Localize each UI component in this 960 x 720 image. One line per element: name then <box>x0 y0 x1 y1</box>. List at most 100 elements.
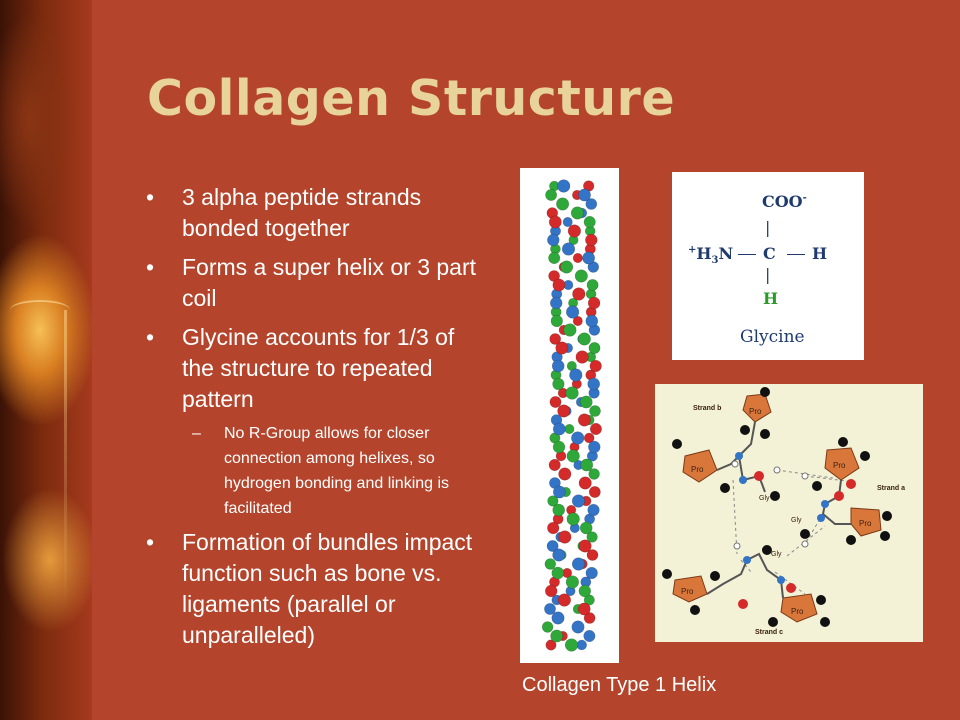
strand-b-label: Strand b <box>693 405 721 412</box>
helix-atom <box>587 377 600 391</box>
bullet-list: 3 alpha peptide strands bonded together … <box>146 182 486 659</box>
helix-atom <box>550 629 564 643</box>
helix-atom <box>575 350 589 364</box>
bullet-item: Glycine accounts for 1/3 of the structur… <box>146 322 486 415</box>
helix-atom <box>572 316 583 327</box>
helix-atom <box>565 575 580 589</box>
r-group-hydrogen: H <box>763 289 779 308</box>
bullet-text: Glycine accounts for 1/3 of the structur… <box>182 324 455 412</box>
helix-atom <box>551 359 565 373</box>
helix-atom <box>558 530 572 544</box>
beaker-rim <box>10 300 70 320</box>
helix-atom <box>582 251 595 265</box>
helix-atom <box>576 639 588 651</box>
carboxyl-charge: - <box>802 192 807 204</box>
helix-atom <box>571 494 586 508</box>
carboxyl-text: COO <box>762 192 803 211</box>
bond-right <box>787 254 805 255</box>
helix-atom <box>580 458 594 472</box>
strand-labels: Strand b Strand a Strand c Gly Gly Gly <box>693 405 905 636</box>
helix-atom <box>558 467 572 481</box>
helix-atom <box>577 332 591 346</box>
pro-label: Pro <box>791 607 804 616</box>
helix-atom <box>552 422 566 436</box>
bullet-text: Formation of bundles impact function suc… <box>182 529 473 648</box>
helix-atom <box>583 629 596 642</box>
helix-atom <box>572 253 583 264</box>
helix-atom <box>583 612 596 624</box>
hydrogen-bond-lines <box>732 469 856 595</box>
helix-atom <box>588 342 601 354</box>
helix-atom <box>555 341 569 355</box>
helix-atom <box>577 602 591 616</box>
helix-atom <box>552 548 566 562</box>
amine-group: +H3N <box>688 244 733 266</box>
helix-atom <box>585 314 599 328</box>
helix-atom <box>545 639 557 651</box>
helix-atom <box>586 279 599 291</box>
pro-label: Pro <box>691 465 704 474</box>
helix-atom <box>571 620 585 634</box>
helix-atom <box>578 188 591 202</box>
pro-label: Pro <box>681 587 694 596</box>
decorative-beaker-photo <box>0 0 92 720</box>
helix-atom <box>565 386 579 400</box>
helix-atom <box>564 423 575 434</box>
helix-atom <box>547 495 559 507</box>
bullet-item: 3 alpha peptide strands bonded together <box>146 182 486 244</box>
helix-atom <box>547 233 560 247</box>
alpha-carbon: C <box>763 244 776 263</box>
helix-atom <box>560 260 574 274</box>
sub-bullet-dash: – <box>192 425 201 442</box>
beaker-edge <box>64 310 67 610</box>
helix-atom <box>567 224 582 238</box>
helix-atom <box>570 206 584 220</box>
helix-illustration <box>541 179 602 652</box>
bullet-text: 3 alpha peptide strands bonded together <box>182 184 422 241</box>
pro-label: Pro <box>833 461 846 470</box>
helix-atom <box>579 395 593 409</box>
side-hydrogen: H <box>812 244 828 263</box>
strand-a-label: Strand a <box>877 485 905 492</box>
helix-atom <box>548 252 561 265</box>
carboxyl-group: COO- <box>762 192 807 211</box>
sub-bullet-item: – No R-Group allows for closer connection… <box>146 421 486 521</box>
helix-atom <box>557 593 572 607</box>
amine-h: H <box>696 244 712 263</box>
backbone-bonds <box>706 421 851 599</box>
helix-atom <box>551 611 565 625</box>
helix-atom <box>547 521 560 535</box>
helix-atom <box>579 521 593 535</box>
helix-atom <box>552 503 566 517</box>
helix-atom <box>552 440 566 454</box>
helix-atom <box>589 359 602 373</box>
helix-atom <box>551 566 565 580</box>
helix-atom <box>550 314 563 328</box>
bond-bottom: | <box>765 265 771 284</box>
helix-atom <box>572 287 586 301</box>
helix-atom <box>585 233 598 247</box>
strand-illustration: Pro Pro Pro Pro Pro Pro <box>662 387 905 636</box>
sub-bullet-text: No R-Group allows for closer connection … <box>224 425 450 517</box>
collagen-helix-image <box>520 168 619 663</box>
helix-atom <box>585 566 598 580</box>
glycine-structure-diagram: COO- | +H3N C H | H Glycine <box>672 172 864 360</box>
helix-atom <box>544 603 556 615</box>
helix-atom <box>589 423 602 436</box>
pro-label: Pro <box>859 519 872 528</box>
helix-atom <box>545 189 557 201</box>
helix-atom <box>578 584 592 598</box>
helix-atom <box>556 197 570 211</box>
helix-atom <box>588 440 601 454</box>
glycine-label: Glycine <box>740 327 805 347</box>
strand-hydrogen-bond-diagram: Pro Pro Pro Pro Pro Pro <box>655 384 923 642</box>
helix-atom <box>552 377 565 391</box>
helix-atom <box>583 432 595 444</box>
helix-atom <box>578 539 592 553</box>
helix-atom <box>562 216 573 227</box>
helix-atom <box>583 215 596 228</box>
bullet-item: Formation of bundles impact function suc… <box>146 527 486 651</box>
slide-title: Collagen Structure <box>147 70 676 127</box>
gly-label: Gly <box>771 551 782 558</box>
helix-atom <box>541 621 554 633</box>
